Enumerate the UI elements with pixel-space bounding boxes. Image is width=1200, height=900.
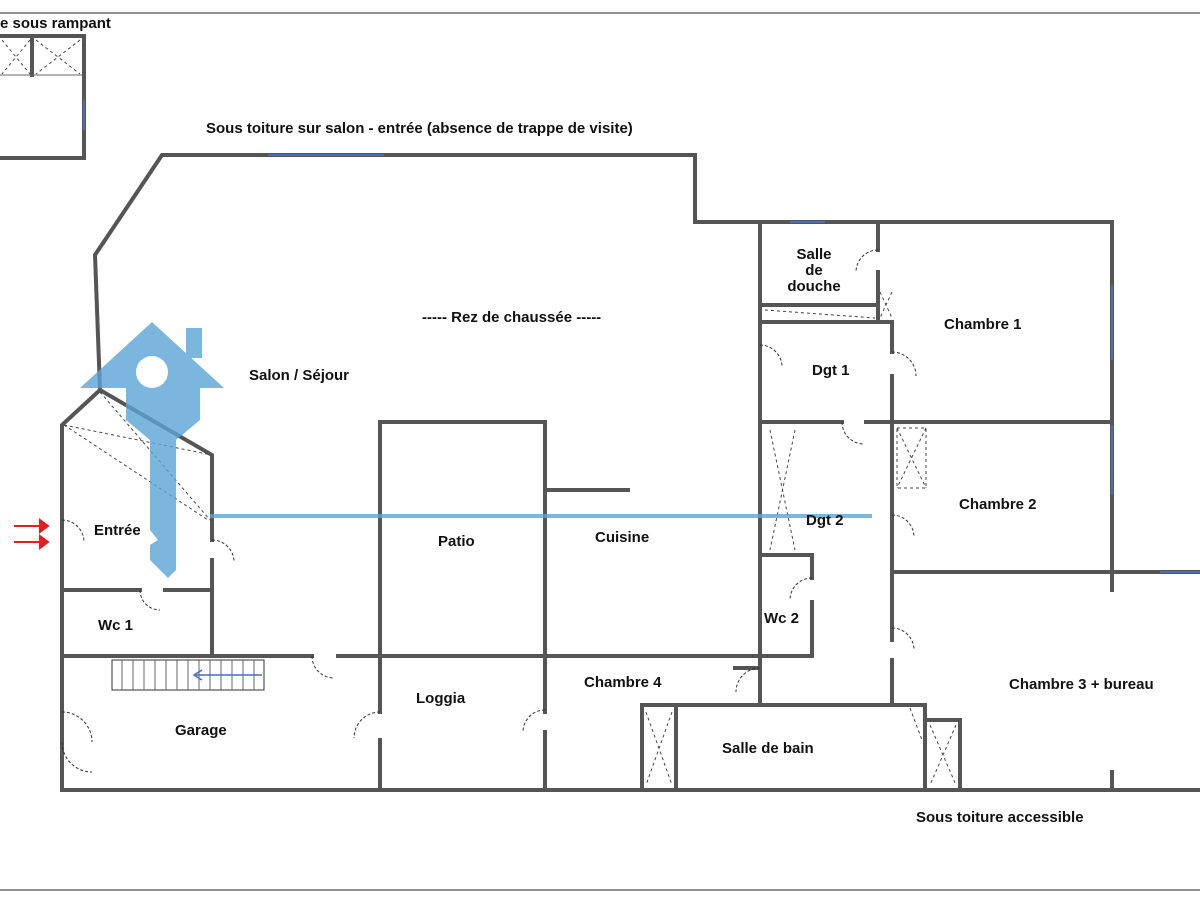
room-label-chambre3: Chambre 3 + bureau	[1009, 676, 1154, 693]
room-label-dgt1: Dgt 1	[812, 362, 850, 379]
outer-walls	[60, 153, 1200, 792]
room-label-salle-douche-line2: de	[805, 262, 823, 279]
room-label-salle-douche-line1: Salle	[796, 246, 832, 263]
room-label-cuisine: Cuisine	[595, 529, 650, 546]
garage-stairs	[111, 659, 265, 691]
level-title: ----- Rez de chaussée -----	[422, 309, 602, 326]
room-label-garage: Garage	[175, 722, 227, 739]
room-label-dgt2: Dgt 2	[806, 512, 844, 529]
house-key-logo-icon	[80, 322, 872, 578]
windows	[268, 154, 1200, 657]
room-label-salle-douche: Salle de douche	[787, 247, 840, 295]
door-swings	[61, 249, 917, 773]
bottom-note: Sous toiture accessible	[916, 809, 1084, 826]
room-label-chambre1: Chambre 1	[944, 316, 1022, 333]
room-label-chambre2: Chambre 2	[959, 496, 1037, 513]
entry-arrow-icon	[14, 518, 50, 550]
room-label-wc2: Wc 2	[764, 610, 800, 627]
room-label-salle-bain: Salle de bain	[722, 740, 814, 757]
room-label-entree: Entrée	[94, 522, 141, 539]
room-label-patio: Patio	[438, 533, 475, 550]
annex-plan	[0, 34, 86, 160]
annex-title: e sous rampant	[0, 15, 111, 32]
room-label-salle-douche-line3: douche	[787, 278, 841, 295]
top-note: Sous toiture sur salon - entrée (absence…	[206, 120, 633, 137]
interior-walls	[60, 220, 1114, 792]
room-label-wc1: Wc 1	[98, 617, 134, 634]
room-label-salon: Salon / Séjour	[249, 367, 350, 384]
room-label-chambre4: Chambre 4	[584, 674, 662, 691]
room-label-loggia: Loggia	[416, 690, 466, 707]
